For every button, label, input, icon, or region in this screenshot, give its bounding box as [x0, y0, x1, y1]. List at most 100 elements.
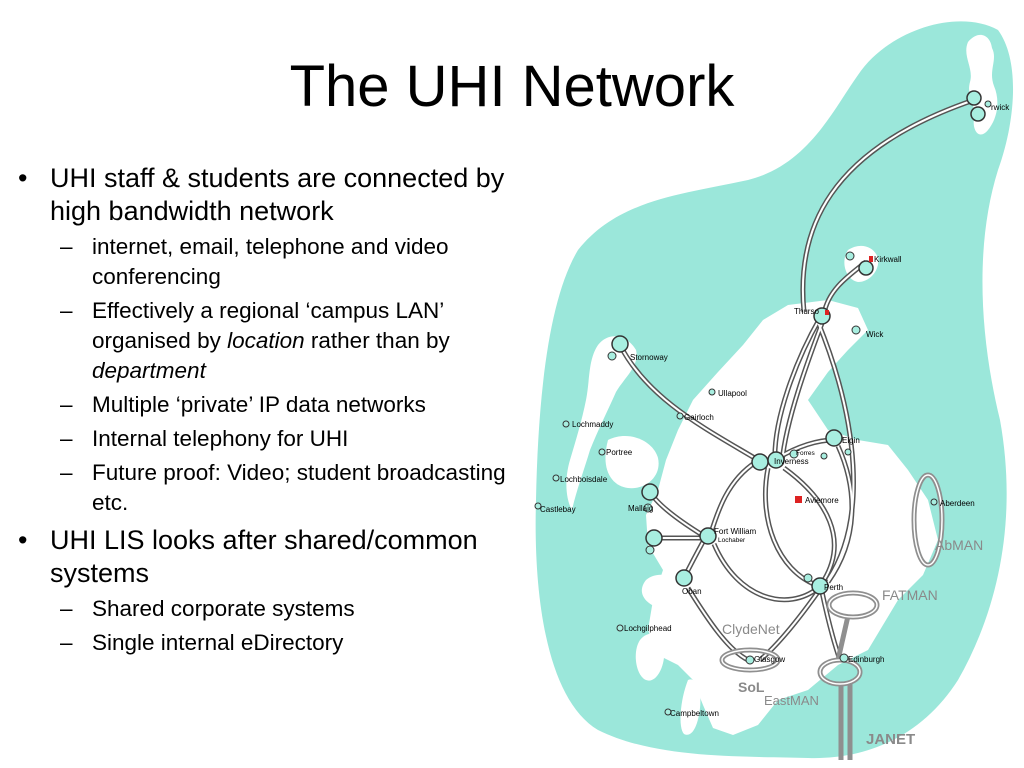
bullet-list: • UHI staff & students are connected by h…	[14, 160, 529, 664]
node-forres	[789, 449, 799, 459]
node-lochboisdale	[552, 474, 560, 482]
link-oban-glasgow-core	[687, 587, 749, 661]
sub-bullet-list: –Shared corporate systems–Single interna…	[50, 594, 529, 658]
isle-of-skye	[605, 436, 659, 489]
emphasis-text: location	[227, 328, 305, 353]
node-edinburgh	[839, 653, 849, 663]
link-inverness-thurso-a-core	[773, 317, 821, 463]
sub-bullet-text: Multiple ‘private’ IP data networks	[92, 392, 426, 417]
link-inverness-perth-b-core	[783, 467, 836, 581]
emphasis-text: department	[92, 358, 206, 383]
label-portree: Portree	[606, 448, 633, 457]
kirkwall-site-marker	[869, 256, 873, 262]
sub-bullet-text: Internal telephony for UHI	[92, 426, 349, 451]
sub-bullet-text: Shared corporate systems	[92, 596, 355, 621]
link-inverness-stornoway-core	[619, 344, 759, 461]
label-thurso: Thurso	[794, 307, 819, 316]
node-shetland-c	[984, 100, 992, 108]
label-gairloch: Gairloch	[684, 413, 714, 422]
western-isles	[566, 336, 637, 510]
node-perth	[811, 577, 829, 595]
link-inverness-fortwilliam-core	[709, 461, 757, 537]
label-castlebay: Castlebay	[540, 505, 576, 514]
node-thurso-small	[851, 325, 861, 335]
node-mallaig	[641, 483, 659, 501]
network-nodes	[534, 90, 992, 716]
bullet-text: UHI LIS looks after shared/common system…	[50, 525, 478, 588]
link-thurso-perth-core	[817, 321, 855, 581]
node-elgin-small	[820, 452, 828, 460]
link-fortwilliam-perth-core	[713, 543, 819, 601]
aviemore-site-marker	[795, 496, 802, 503]
sub-bullet-text: internet, email, telephone and video con…	[92, 234, 449, 289]
label-kirkwall: Kirkwall	[874, 255, 902, 264]
place-labels: rwick Kirkwall Thurso Wick Stornoway Ull…	[540, 103, 1010, 718]
sub-bullet-item: –Shared corporate systems	[48, 594, 529, 624]
sub-bullet-item: –internet, email, telephone and video co…	[48, 232, 529, 292]
node-campbeltown	[664, 708, 672, 716]
node-elgin	[825, 429, 843, 447]
label-lochmaddy: Lochmaddy	[572, 420, 613, 429]
label-fatman: FATMAN	[882, 587, 938, 603]
bullet-marker: •	[18, 163, 28, 193]
label-inverness: Inverness	[774, 457, 809, 466]
link-thurso-shetland-core	[801, 99, 975, 313]
slide-title: The UHI Network	[289, 54, 735, 119]
sub-bullet-item: –Multiple ‘private’ IP data networks	[48, 390, 529, 420]
label-aberdeen: Aberdeen	[940, 499, 975, 508]
node-castlebay	[534, 502, 542, 510]
label-wick: Wick	[866, 330, 884, 339]
sub-bullet-item: –Effectively a regional ‘campus LAN’ org…	[48, 296, 529, 386]
node-stornoway	[611, 335, 629, 353]
sub-bullet-item: –Single internal eDirectory	[48, 628, 529, 658]
label-glasgow: Glasgow	[754, 655, 785, 664]
node-oban-small	[645, 545, 655, 555]
dash-marker: –	[60, 630, 73, 655]
label-lochgilphead: Lochgilphead	[624, 624, 672, 633]
node-stornoway-small	[607, 351, 617, 361]
node-mallaig-small	[643, 503, 653, 513]
kintyre	[680, 679, 701, 735]
thurso-site-marker	[825, 310, 829, 315]
dash-marker: –	[60, 298, 73, 323]
label-stornoway: Stornoway	[630, 353, 668, 362]
sub-bullet-item: –Future proof: Video; student broadcasti…	[48, 458, 529, 518]
label-campbeltown: Campbeltown	[670, 709, 719, 718]
bullet-text: UHI staff & students are connected by hi…	[50, 163, 505, 226]
node-elgin-small-b	[844, 448, 852, 456]
node-aberdeen	[930, 498, 938, 506]
label-edinburgh: Edinburgh	[848, 655, 884, 664]
node-shetland-a	[966, 90, 982, 106]
link-inverness-thurso-b-core	[781, 317, 825, 463]
bullet-marker: •	[18, 525, 28, 555]
sub-bullet-list: –internet, email, telephone and video co…	[50, 232, 529, 518]
fatman-link	[835, 615, 851, 661]
node-kirkwall	[858, 260, 874, 276]
network-labels: AbMAN FATMAN ClydeNet SoL EastMAN JANET	[722, 537, 983, 748]
dash-marker: –	[60, 234, 73, 259]
dash-marker: –	[60, 596, 73, 621]
link-perth-glasgow-core	[759, 591, 819, 661]
label-abman: AbMAN	[935, 537, 983, 553]
sub-bullet-text: Single internal eDirectory	[92, 630, 344, 655]
dash-marker: –	[60, 426, 73, 451]
label-lochaber: Lochaber	[718, 537, 746, 544]
node-skye-link	[645, 529, 663, 547]
node-gairloch	[676, 412, 684, 420]
bullet-item: • UHI staff & students are connected by h…	[14, 162, 529, 518]
sub-bullet-text: rather than by	[304, 328, 450, 353]
label-ullapool: Ullapool	[718, 389, 747, 398]
scotland-mainland	[646, 300, 938, 735]
sub-bullet-text: Future proof: Video; student broadcastin…	[92, 460, 506, 515]
label-forres: Forres	[796, 450, 816, 457]
node-shetland-b	[970, 106, 986, 122]
label-mallaig: Mallaig	[628, 504, 653, 513]
label-perth: Perth	[824, 583, 843, 592]
node-inverness-b	[767, 451, 785, 469]
node-ullapool	[708, 388, 716, 396]
label-aviemore: Aviemore	[805, 496, 839, 505]
node-inverness-a	[751, 453, 769, 471]
dash-marker: –	[60, 392, 73, 417]
sub-bullet-text: Effectively a regional ‘campus LAN’ orga…	[92, 298, 444, 353]
label-clydenet: ClydeNet	[722, 621, 780, 637]
